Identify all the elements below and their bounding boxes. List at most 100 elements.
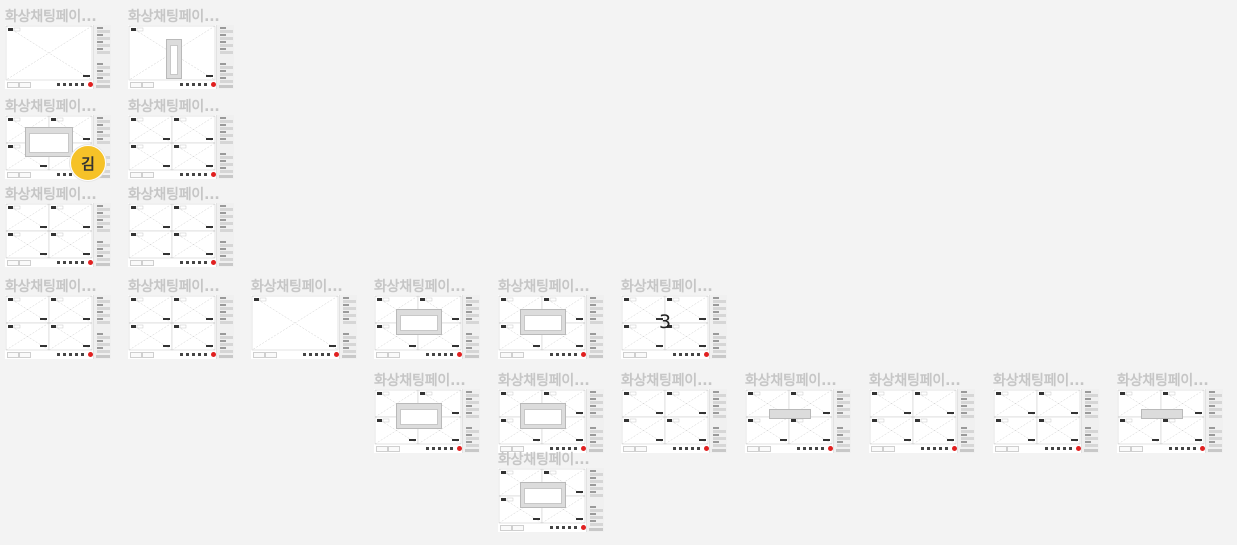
record-button[interactable] (19, 352, 31, 358)
sidebar-field[interactable] (343, 321, 356, 324)
camera-icon[interactable] (192, 83, 195, 86)
frame-title[interactable]: 화상채팅페이... (5, 187, 97, 203)
sidebar-field[interactable] (466, 314, 479, 317)
frame-title[interactable]: 화상채팅페이... (498, 452, 590, 468)
sidebar-field[interactable] (590, 343, 603, 346)
frame-card[interactable]: 화상채팅페이... (5, 184, 115, 269)
speaker-icon[interactable] (186, 173, 189, 176)
frame-title[interactable]: 화상채팅페이... (498, 279, 590, 295)
chat-icon[interactable] (450, 447, 453, 450)
sidebar-field[interactable] (466, 300, 479, 303)
sidebar-field[interactable] (97, 80, 110, 83)
end-call-icon[interactable] (211, 82, 216, 87)
sidebar-field[interactable] (466, 336, 479, 339)
sidebar-field[interactable] (97, 44, 110, 47)
sidebar-field[interactable] (590, 437, 603, 440)
chat-icon[interactable] (1069, 447, 1072, 450)
sidebar-field[interactable] (97, 66, 110, 69)
chat-icon[interactable] (204, 173, 207, 176)
sidebar-field[interactable] (97, 51, 110, 54)
record-button[interactable] (142, 352, 154, 358)
sidebar-field[interactable] (97, 321, 110, 324)
sidebar-footer[interactable] (465, 355, 479, 358)
speaker-icon[interactable] (186, 83, 189, 86)
sidebar-field[interactable] (466, 307, 479, 310)
mic-icon[interactable] (180, 83, 183, 86)
popup-overlay[interactable] (25, 127, 73, 157)
frame-card[interactable]: 화상채팅페이... (374, 370, 484, 455)
chat-icon[interactable] (81, 353, 84, 356)
sidebar-field[interactable] (961, 394, 974, 397)
end-call-icon[interactable] (211, 352, 216, 357)
end-call-icon[interactable] (457, 446, 462, 451)
frame-card[interactable]: 화상채팅페이... (128, 184, 238, 269)
chat-icon[interactable] (697, 353, 700, 356)
sidebar-field[interactable] (220, 258, 233, 261)
chat-icon[interactable] (821, 447, 824, 450)
sidebar-field[interactable] (97, 251, 110, 254)
end-call-icon[interactable] (581, 525, 586, 530)
sidebar-field[interactable] (220, 163, 233, 166)
sidebar-field[interactable] (97, 258, 110, 261)
chat-icon[interactable] (204, 353, 207, 356)
end-call-icon[interactable] (1200, 446, 1205, 451)
sidebar-field[interactable] (343, 350, 356, 353)
sidebar-footer[interactable] (960, 449, 974, 452)
mic-icon[interactable] (673, 447, 676, 450)
frame-title[interactable]: 화상채팅페이... (128, 9, 220, 25)
screen-icon[interactable] (815, 447, 818, 450)
frame-card[interactable]: 화상채팅페이... (5, 276, 115, 361)
record-button[interactable] (883, 446, 895, 452)
camera-icon[interactable] (69, 261, 72, 264)
sidebar-field[interactable] (97, 141, 110, 144)
sidebar-field[interactable] (220, 66, 233, 69)
camera-icon[interactable] (438, 353, 441, 356)
frame-card[interactable]: 화상채팅페이... (5, 6, 115, 91)
sidebar-field[interactable] (713, 430, 726, 433)
share-button[interactable] (130, 260, 142, 266)
sidebar-field[interactable] (220, 251, 233, 254)
camera-icon[interactable] (562, 447, 565, 450)
end-call-icon[interactable] (211, 260, 216, 265)
sidebar-field[interactable] (590, 494, 603, 497)
sidebar-field[interactable] (466, 415, 479, 418)
end-call-icon[interactable] (952, 446, 957, 451)
record-button[interactable] (19, 260, 31, 266)
sidebar-field[interactable] (466, 437, 479, 440)
end-call-icon[interactable] (334, 352, 339, 357)
sidebar-field[interactable] (220, 30, 233, 33)
sidebar-field[interactable] (1085, 415, 1098, 418)
frame-card[interactable]: 화상채팅페이... (498, 449, 608, 534)
frame-card[interactable]: 화상채팅페이... (745, 370, 855, 455)
frame-thumbnail[interactable] (498, 389, 604, 453)
chat-icon[interactable] (574, 447, 577, 450)
frame-thumbnail[interactable] (5, 295, 111, 359)
sidebar-field[interactable] (713, 314, 726, 317)
sidebar-field[interactable] (837, 415, 850, 418)
sidebar-field[interactable] (220, 244, 233, 247)
frame-title[interactable]: 화상채팅페이... (869, 373, 961, 389)
sidebar-field[interactable] (97, 244, 110, 247)
camera-icon[interactable] (69, 353, 72, 356)
sidebar-field[interactable] (590, 509, 603, 512)
mic-icon[interactable] (921, 447, 924, 450)
sidebar-field[interactable] (590, 401, 603, 404)
frame-card[interactable]: 화상채팅페이...3 (621, 276, 731, 361)
share-button[interactable] (500, 525, 512, 531)
sidebar-field[interactable] (590, 523, 603, 526)
sidebar-field[interactable] (220, 127, 233, 130)
frame-card[interactable]: 화상채팅페이... (498, 370, 608, 455)
sidebar-field[interactable] (343, 336, 356, 339)
screen-icon[interactable] (75, 261, 78, 264)
speaker-icon[interactable] (556, 447, 559, 450)
sidebar-field[interactable] (466, 394, 479, 397)
sidebar-field[interactable] (1085, 394, 1098, 397)
camera-icon[interactable] (562, 526, 565, 529)
sidebar-field[interactable] (1209, 415, 1222, 418)
popup-overlay[interactable] (1141, 409, 1183, 419)
sidebar-field[interactable] (97, 300, 110, 303)
sidebar-field[interactable] (220, 51, 233, 54)
end-call-icon[interactable] (704, 446, 709, 451)
sidebar-field[interactable] (961, 401, 974, 404)
mic-icon[interactable] (180, 353, 183, 356)
